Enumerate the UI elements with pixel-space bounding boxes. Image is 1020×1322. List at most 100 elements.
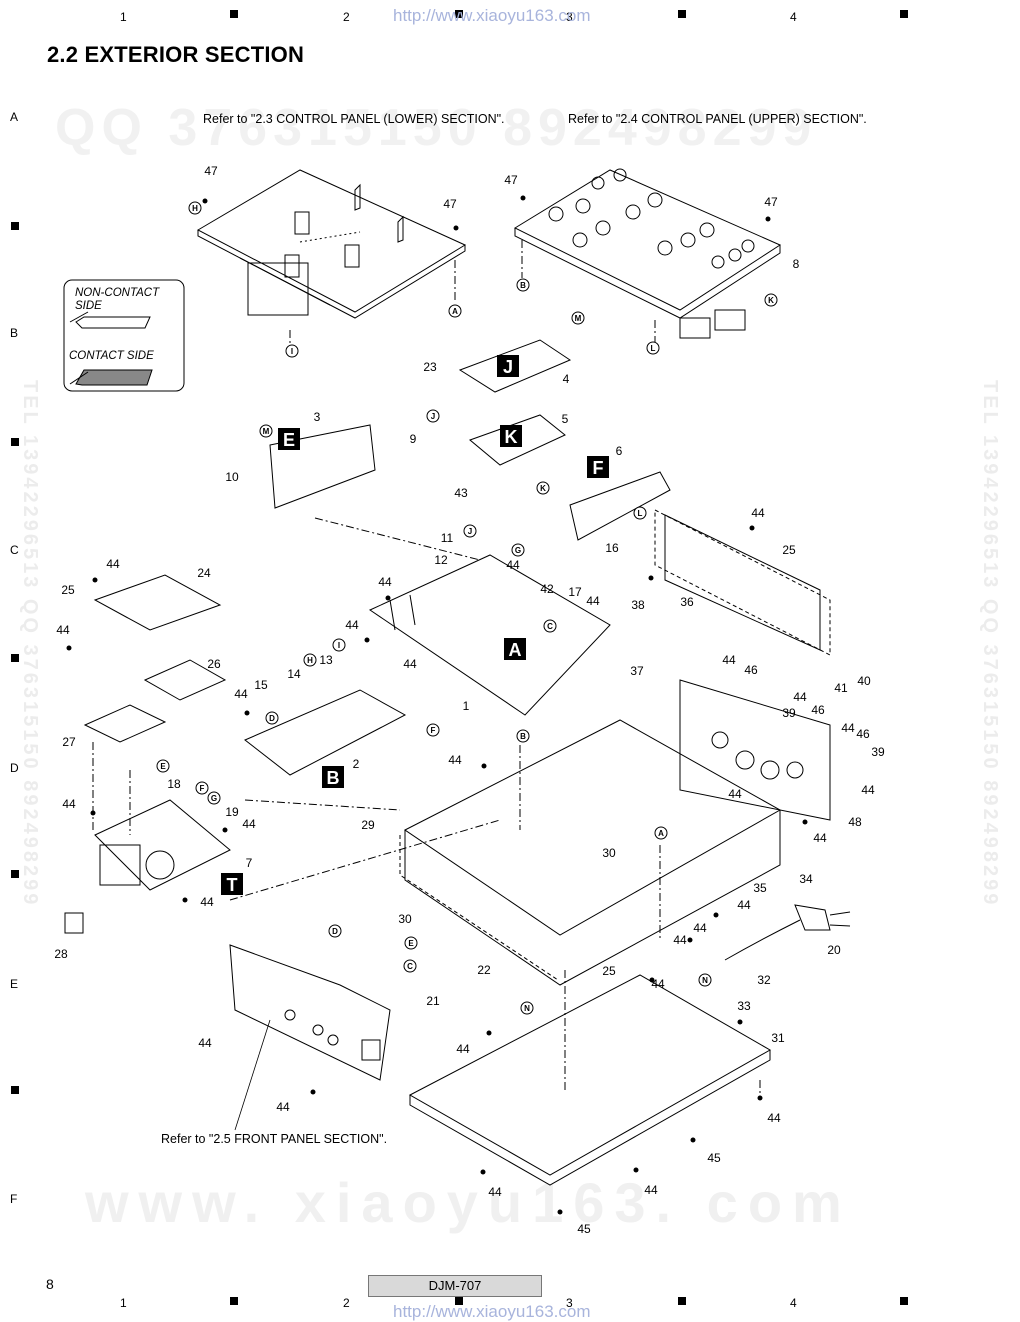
row-label-e: E <box>10 977 19 991</box>
grid-marker <box>900 1297 908 1305</box>
part-40: 40 <box>857 674 871 688</box>
fader-knob <box>344 244 360 268</box>
part-2: 2 <box>353 757 360 771</box>
board-a <box>368 554 611 716</box>
page-title: 2.2 EXTERIOR SECTION <box>47 42 305 67</box>
part-46: 46 <box>744 663 758 677</box>
part-28: 28 <box>54 947 68 961</box>
column-label-2: 2 <box>343 1296 350 1310</box>
part-44: 44 <box>506 558 520 572</box>
part-14: 14 <box>287 667 301 681</box>
part-44: 44 <box>722 653 736 667</box>
ref-front-panel: Refer to "2.5 FRONT PANEL SECTION". <box>161 1132 388 1146</box>
part-44: 44 <box>488 1185 502 1199</box>
board-label-k: K <box>505 427 518 447</box>
grid-marker <box>230 1297 238 1305</box>
part-45: 45 <box>577 1222 591 1236</box>
board-k <box>469 414 566 466</box>
column-label-4: 4 <box>790 10 797 24</box>
connector-f: F <box>431 726 436 735</box>
part-44: 44 <box>693 921 707 935</box>
part-17: 17 <box>568 585 582 599</box>
column-label-3: 3 <box>566 10 573 24</box>
part-9: 9 <box>410 432 417 446</box>
connector-h: H <box>192 204 198 213</box>
watermark-www: www. xiaoyu163. com <box>85 1171 852 1234</box>
legend-non-contact-line1: NON-CONTACT <box>75 287 160 299</box>
part-5: 5 <box>562 412 569 426</box>
power-switch <box>64 912 84 934</box>
part-39: 39 <box>782 706 796 720</box>
column-label-1: 1 <box>120 10 127 24</box>
connector-a: A <box>658 829 664 838</box>
part-16: 16 <box>605 541 619 555</box>
part-callouts: 1 2 3 4 5 6 7 8 9 10 11 12 13 14 15 16 1… <box>54 164 885 1236</box>
connector-m: M <box>263 427 270 436</box>
part-48: 48 <box>848 815 862 829</box>
part-35: 35 <box>753 881 767 895</box>
part-44: 44 <box>62 797 76 811</box>
part-39: 39 <box>871 745 885 759</box>
part-25: 25 <box>602 964 616 978</box>
board-j <box>458 339 572 393</box>
part-8: 8 <box>793 257 800 271</box>
fader-knob <box>284 254 300 278</box>
legend-non-contact: NON-CONTACT SIDE <box>75 287 159 313</box>
part-47: 47 <box>443 197 457 211</box>
part-24: 24 <box>197 566 211 580</box>
grid-marker <box>11 438 19 446</box>
part-37: 37 <box>630 664 644 678</box>
part-44: 44 <box>198 1036 212 1050</box>
board-f <box>569 471 671 541</box>
connector-j: J <box>468 527 472 536</box>
part-44: 44 <box>448 753 462 767</box>
connector-g: G <box>211 794 217 803</box>
part-44: 44 <box>751 506 765 520</box>
column-label-1: 1 <box>120 1296 127 1310</box>
legend-contact: CONTACT SIDE <box>69 350 154 362</box>
screw-set <box>66 195 808 1215</box>
part-22: 22 <box>477 963 491 977</box>
part-1: 1 <box>463 699 470 713</box>
part-46: 46 <box>811 703 825 717</box>
part-44: 44 <box>56 623 70 637</box>
connector-c: C <box>547 622 553 631</box>
part-44: 44 <box>586 594 600 608</box>
upper-control-panel <box>513 169 782 311</box>
part-44: 44 <box>106 557 120 571</box>
part-32: 32 <box>757 973 771 987</box>
knob-row <box>548 168 755 269</box>
part-44: 44 <box>737 898 751 912</box>
shield-plate <box>93 574 222 631</box>
ref-lower-panel: Refer to "2.3 CONTROL PANEL (LOWER) SECT… <box>203 112 505 126</box>
grid-marker <box>678 1297 686 1305</box>
connector-g: G <box>515 546 521 555</box>
part-4: 4 <box>563 372 570 386</box>
part-43: 43 <box>454 486 468 500</box>
part-46: 46 <box>856 727 870 741</box>
board-t <box>94 799 231 891</box>
watermark-url-top: http://www.xiaoyu163.com <box>393 6 591 25</box>
part-13: 13 <box>319 653 333 667</box>
row-label-d: D <box>10 761 19 775</box>
part-44: 44 <box>728 787 742 801</box>
part-44: 44 <box>456 1042 470 1056</box>
part-34: 34 <box>799 872 813 886</box>
grid-marker <box>11 870 19 878</box>
part-27: 27 <box>62 735 76 749</box>
part-47: 47 <box>764 195 778 209</box>
power-cord <box>724 919 801 961</box>
connector-a: A <box>452 307 458 316</box>
connector-l: L <box>651 344 656 353</box>
front-panel <box>229 944 391 1081</box>
part-33: 33 <box>737 999 751 1013</box>
legend-non-contact-line2: SIDE <box>75 300 102 312</box>
part-12: 12 <box>434 553 448 567</box>
part-45: 45 <box>707 1151 721 1165</box>
connector-e: E <box>408 939 414 948</box>
part-44: 44 <box>673 933 687 947</box>
part-30: 30 <box>398 912 412 926</box>
watermark-tel-left: TEL 13942296513 QQ 376315150 892498299 <box>19 380 41 908</box>
part-25: 25 <box>782 543 796 557</box>
